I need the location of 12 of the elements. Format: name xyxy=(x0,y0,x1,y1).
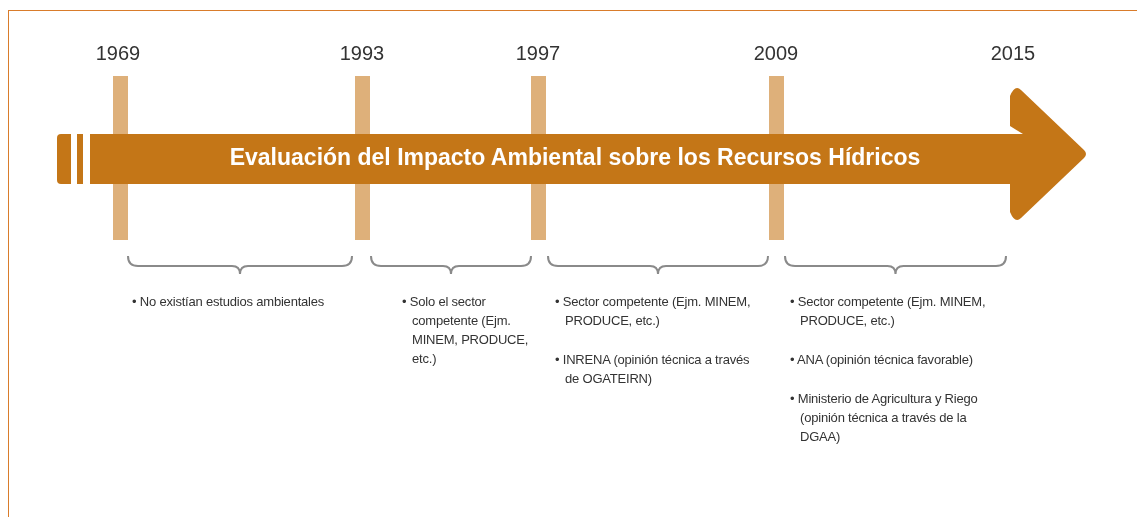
bullet-item: • ANA (opinión técnica favorable) xyxy=(790,351,974,369)
bullet-item: • INRENA (opinión técnica a través de OGATEIRN) xyxy=(555,351,751,388)
year-label: 1997 xyxy=(515,43,561,63)
bullet-item: • Sector competente (Ejm. MINEM, PRODUCE, etc.) xyxy=(555,293,752,330)
bullet-item: • Sector competente (Ejm. MINEM, PRODUCE, etc.) xyxy=(790,293,987,330)
year-label: 1993 xyxy=(339,43,385,63)
bullet-item: • Ministerio de Agricultura y Riego (opinión técnica a través de la DGAA) xyxy=(790,390,979,446)
bullet-item: • No existían estudios ambientales xyxy=(132,293,326,311)
year-label: 2009 xyxy=(753,43,799,63)
bullet-item: • Solo el sector competente (Ejm. MINEM, PRODUCE, etc.) xyxy=(402,293,530,368)
year-label: 1969 xyxy=(95,43,141,63)
year-label: 2015 xyxy=(990,43,1036,63)
